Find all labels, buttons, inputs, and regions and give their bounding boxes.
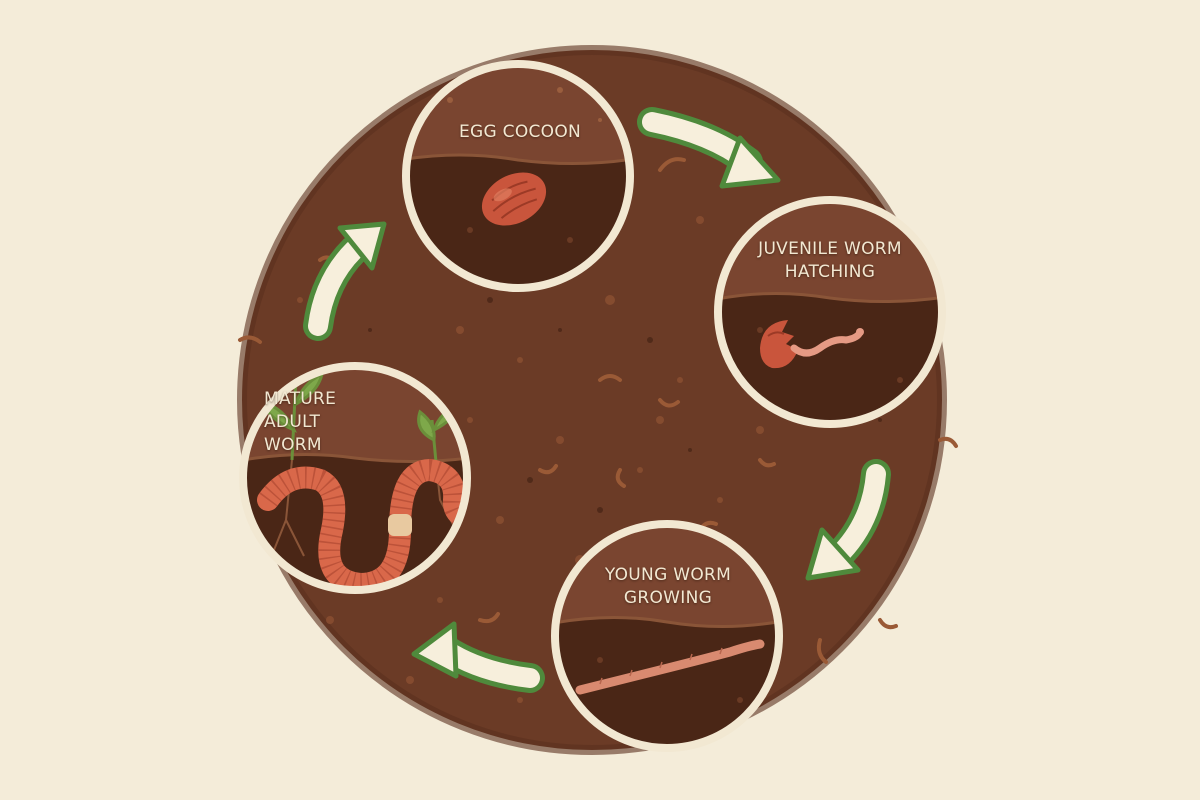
stage-label-line: JUVENILE WORM xyxy=(758,239,902,259)
stage-young-worm-growing xyxy=(551,520,783,752)
cycle-arrow-mature-to-egg xyxy=(303,221,387,341)
cycle-arrow-young-to-mature xyxy=(411,621,545,693)
stage-label-line: HATCHING xyxy=(784,262,876,282)
soil-disc-shade xyxy=(237,45,947,755)
cycle-arrow-egg-to-juvenile xyxy=(637,107,781,189)
stage-label-young-growing: YOUNG WORM GROWING xyxy=(556,564,780,610)
clitellum-band xyxy=(388,514,412,536)
stage-label-mature-adult: MATURE ADULT WORM xyxy=(264,388,388,457)
stage-label-line: WORM xyxy=(264,435,322,455)
stage-label-line: MATURE xyxy=(264,389,337,409)
young-worm-illustration xyxy=(575,639,765,695)
stage-label-egg-cocoon: EGG COCOON xyxy=(415,121,625,144)
egg-cocoon-illustration xyxy=(481,172,547,226)
hatched-shell-illustration xyxy=(760,320,798,369)
cycle-arrow-juvenile-to-young xyxy=(805,459,891,581)
hatchling-worm-illustration xyxy=(790,328,864,357)
stage-egg-cocoon xyxy=(402,60,634,292)
stage-label-line: EGG COCOON xyxy=(458,122,582,142)
stage-juvenile-hatching xyxy=(714,196,946,428)
stage-mature-adult-worm xyxy=(239,362,471,594)
stage-label-line: GROWING xyxy=(623,588,713,608)
stage-label-juvenile-hatching: JUVENILE WORM HATCHING xyxy=(712,238,948,284)
stage-label-line: ADULT xyxy=(264,412,321,432)
stage-label-line: YOUNG WORM xyxy=(604,565,732,585)
